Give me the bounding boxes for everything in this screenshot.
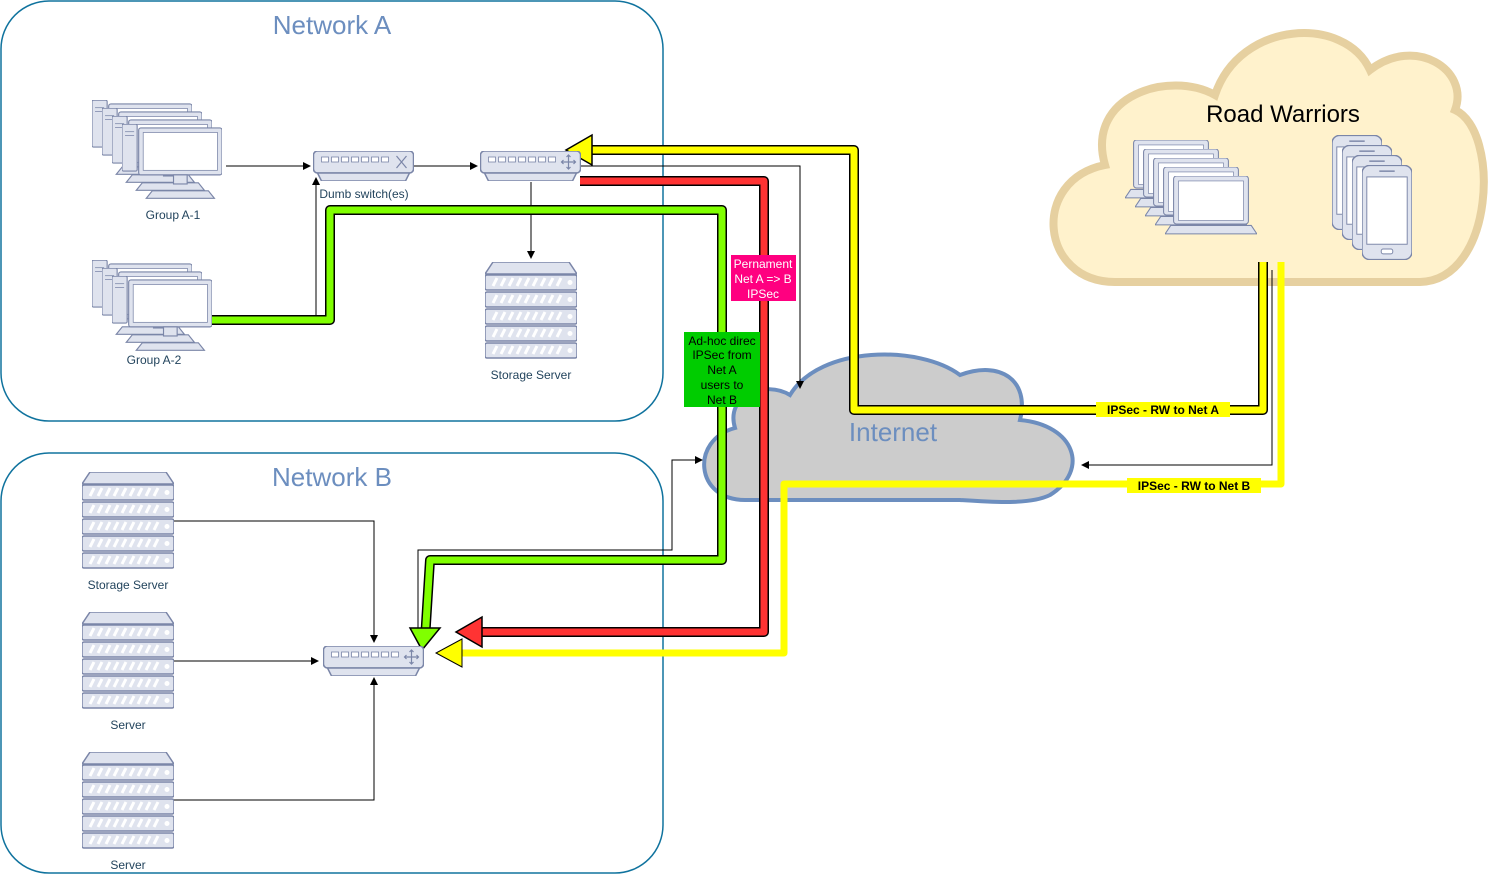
net-b-server1-label: Server — [110, 718, 145, 732]
net-b-storage-server-icon — [82, 472, 174, 570]
rw-to-net-a-label: IPSec - RW to Net A — [1107, 403, 1219, 417]
net-b-server2-icon — [82, 752, 174, 850]
adhoc-tag-line5: Net B — [707, 393, 737, 407]
adhoc-tunnel-line — [210, 205, 727, 652]
rw-to-net-b-tag: IPSec - RW to Net B — [1127, 478, 1261, 493]
permanent-tunnel-tag: Pernament Net A => B IPSec — [731, 255, 796, 301]
rw-to-net-a-tag: IPSec - RW to Net A — [1096, 402, 1230, 417]
adhoc-tag-line1: Ad-hoc direc — [688, 334, 755, 348]
dumb-switch-label: Dumb switch(es) — [319, 187, 408, 201]
rw-to-net-a-tunnel-line — [564, 133, 1268, 415]
internet-title: Internet — [849, 417, 938, 447]
group-a1-label: Group A-1 — [146, 208, 201, 222]
net-b-router-icon — [323, 646, 424, 676]
road-warriors-title: Road Warriors — [1206, 101, 1360, 128]
road-warriors-cloud — [1049, 29, 1488, 286]
network-a-title: Network A — [273, 10, 392, 40]
rw-to-net-b-tunnel-line — [434, 262, 1285, 668]
net-a-storage-label: Storage Server — [491, 368, 572, 382]
net-b-storage-label: Storage Server — [88, 578, 169, 592]
adhoc-tag-line3: Net A — [707, 363, 736, 377]
permanent-tag-line1: Pernament — [734, 257, 793, 271]
adhoc-tag-line2: IPSec from — [692, 348, 751, 362]
net-b-server2-label: Server — [110, 858, 145, 872]
net-a-storage-server-icon — [485, 262, 577, 360]
group-a2-label: Group A-2 — [127, 353, 182, 367]
internet-cloud — [702, 352, 1075, 504]
adhoc-tag-line4: users to — [701, 378, 744, 392]
permanent-tag-line2: Net A => B — [734, 272, 791, 286]
dumb-switch-icon — [313, 151, 414, 181]
permanent-tag-line3: IPSec — [747, 287, 779, 301]
adhoc-tunnel-tag: Ad-hoc direc IPSec from Net A users to N… — [684, 332, 760, 407]
permanent-tunnel-line — [454, 176, 769, 649]
network-b-title: Network B — [272, 462, 392, 492]
net-a-router-icon — [480, 151, 581, 181]
net-b-server1-icon — [82, 612, 174, 710]
rw-to-net-b-label: IPSec - RW to Net B — [1138, 479, 1251, 493]
